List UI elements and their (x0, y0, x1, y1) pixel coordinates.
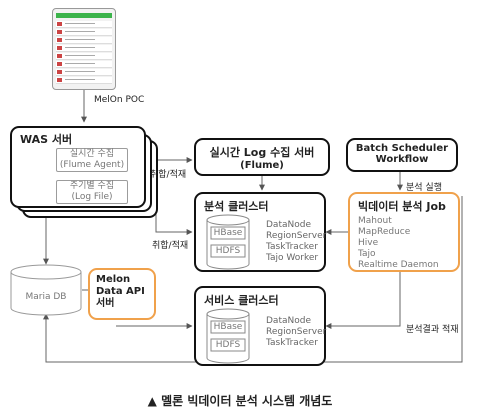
analysis-run-label: 분석 실행 (406, 183, 442, 193)
realtime-collect-line1: 실시간 수집 (69, 149, 115, 159)
periodic-collect-line1: 주기별 수집 (69, 181, 115, 191)
was-title: WAS 서버 (20, 133, 73, 146)
figure-caption: ▲ 멜론 빅데이터 분석 시스템 개념도 (147, 394, 333, 408)
analysis-service-3: Tajo Worker (266, 253, 319, 263)
analysis-service-0: DataNode (266, 220, 311, 230)
log-server-line2: (Flume) (240, 160, 284, 171)
job-item-4: Realtime Daemon (358, 260, 439, 270)
periodic-collect-box: 주기별 수집 (Log File) (56, 180, 128, 204)
api-server-line2: Data API (96, 286, 145, 297)
maria-db-label: Maria DB (25, 292, 67, 302)
mobile-phone-screenshot (52, 8, 116, 90)
service-cluster-title: 서비스 클러스터 (204, 294, 279, 307)
api-server-line1: Melon (96, 274, 131, 285)
edge-job-service (325, 272, 401, 329)
scheduler-line1: Batch Scheduler (355, 143, 449, 154)
maria-db-cylinder (10, 264, 82, 316)
analysis-cluster-box: 분석 클러스터 HBase HDFS DataNode RegionServer… (194, 192, 326, 272)
was-server-box: WAS 서버 실시간 수집 (Flume Agent) 주기별 수집 (Log … (10, 126, 146, 208)
bigdata-job-title: 빅데이터 분석 Job (358, 200, 446, 213)
service-hdfs-label: HDFS (215, 340, 241, 350)
service-cluster-box: 서비스 클러스터 HBase HDFS DataNode RegionServe… (194, 286, 326, 366)
service-hbase-label: HBase (213, 322, 243, 332)
bigdata-job-box: 빅데이터 분석 Job Mahout MapReduce Hive Tajo R… (348, 192, 460, 272)
collect-load-label-1: 취합/적재 (150, 170, 187, 180)
realtime-collect-box: 실시간 수집 (Flume Agent) (56, 148, 128, 172)
analysis-service-2: TaskTracker (266, 242, 318, 252)
log-server-box: 실시간 Log 수집 서버 (Flume) (194, 138, 330, 176)
result-load-label: 분석결과 적재 (406, 325, 459, 335)
analysis-hbase-label: HBase (213, 228, 243, 238)
analysis-cluster-title: 분석 클러스터 (204, 200, 269, 213)
periodic-collect-line2: (Log File) (71, 192, 113, 202)
scheduler-line2: Workflow (375, 154, 429, 165)
job-item-1: MapReduce (358, 227, 411, 237)
job-item-3: Tajo (358, 249, 376, 259)
service-item-0: DataNode (266, 316, 311, 326)
realtime-collect-line2: (Flume Agent) (59, 160, 125, 170)
job-item-0: Mahout (358, 216, 392, 226)
service-item-2: TaskTracker (266, 338, 318, 348)
scheduler-box: Batch Scheduler Workflow (346, 138, 458, 172)
log-server-line1: 실시간 Log 수집 서버 (209, 146, 315, 159)
analysis-db-cylinder (206, 214, 250, 270)
job-item-2: Hive (358, 238, 379, 248)
api-server-box: Melon Data API 서버 (88, 268, 156, 320)
phone-label: MelOn POC (94, 95, 145, 105)
collect-load-label-2: 취합/적재 (152, 241, 189, 251)
service-item-1: RegionServer (266, 327, 327, 337)
api-server-line3: 서버 (96, 298, 115, 309)
analysis-hdfs-label: HDFS (215, 246, 241, 256)
analysis-service-1: RegionServer (266, 231, 327, 241)
service-db-cylinder (206, 308, 250, 364)
